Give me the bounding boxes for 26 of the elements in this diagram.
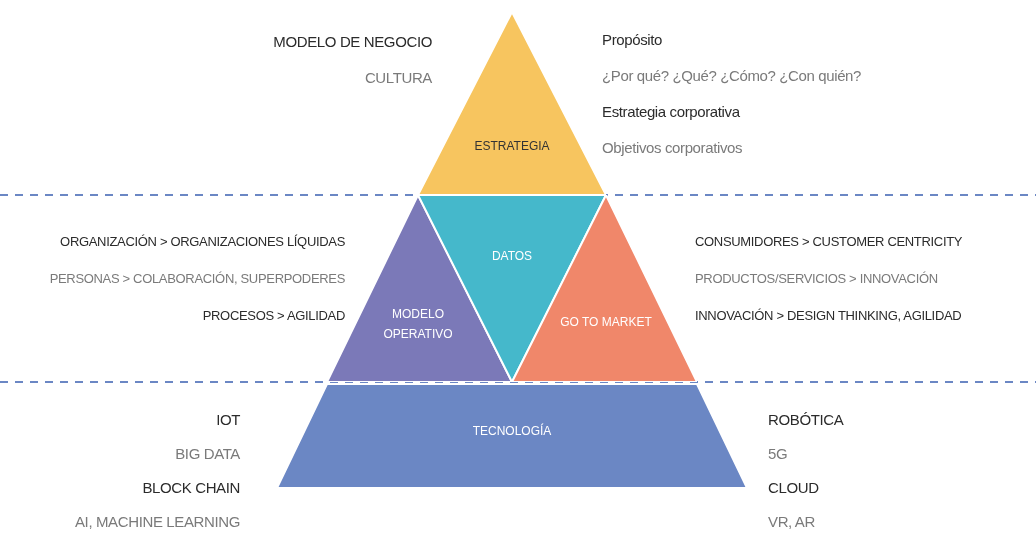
shape-label: MODELO OPERATIVO [382,306,454,343]
side-note: BIG DATA [175,444,240,464]
side-note: PROCESOS > AGILIDAD [202,307,345,325]
side-note: AI, MACHINE LEARNING [74,512,240,532]
side-note: Estrategia corporativa [602,102,740,122]
side-note: PRODUCTOS/SERVICIOS > INNOVACIÓN [695,270,938,288]
side-note: ORGANIZACIÓN > ORGANIZACIONES LÍQUIDAS [60,233,345,251]
shape-label: ESTRATEGIA [473,138,551,155]
side-note: VR, AR [768,512,815,532]
side-note: CONSUMIDORES > CUSTOMER CENTRICITY [695,233,963,251]
side-note: MODELO DE NEGOCIO [273,32,432,52]
side-note: PERSONAS > COLABORACIÓN, SUPERPODERES [49,270,345,288]
shape-label: GO TO MARKET [559,314,653,331]
side-note: BLOCK CHAIN [142,478,240,498]
side-note: CULTURA [364,68,432,88]
shape-label: DATOS [490,248,534,265]
side-note: ¿Por qué? ¿Qué? ¿Cómo? ¿Con quién? [602,66,862,86]
side-note: 5G [768,444,788,464]
side-note: ROBÓTICA [768,410,844,430]
side-note: CLOUD [768,478,819,498]
side-note: IOT [216,410,240,430]
technology-trapezoid [277,384,747,488]
side-note: Objetivos corporativos [602,138,743,158]
side-note: Propósito [602,30,662,50]
side-note: INNOVACIÓN > DESIGN THINKING, AGILIDAD [695,307,962,325]
shape-label: TECNOLOGÍA [471,422,553,440]
